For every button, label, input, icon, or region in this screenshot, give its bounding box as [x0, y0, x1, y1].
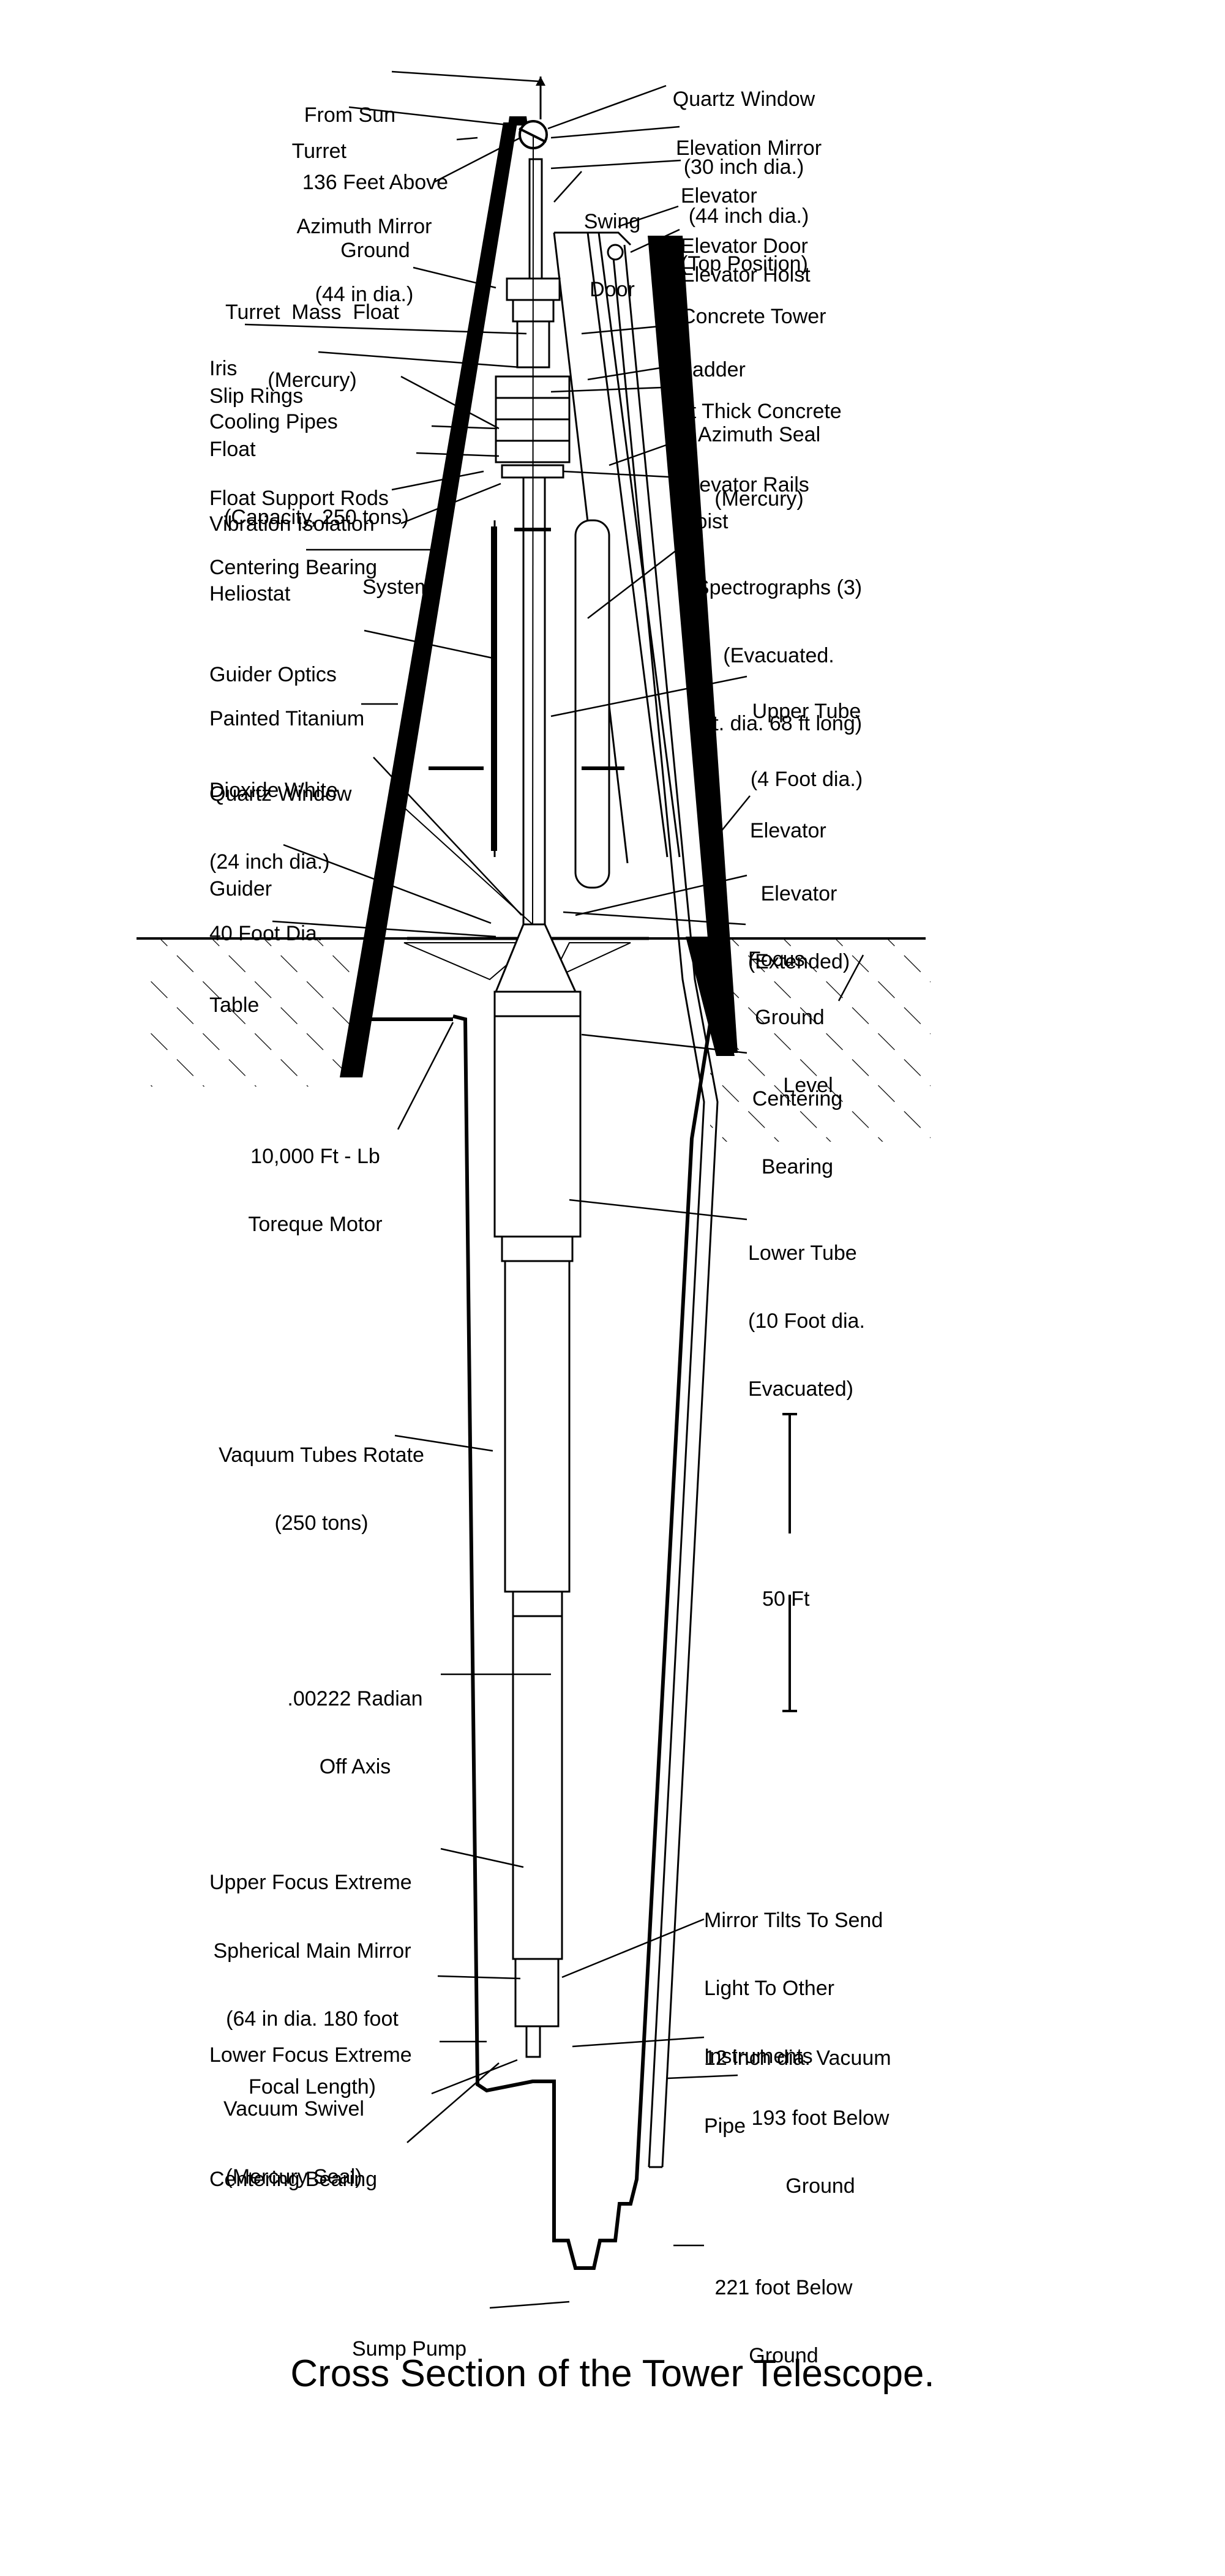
label-cooling-pipes: Cooling Pipes — [209, 410, 338, 433]
label-elevation-mirror: Elevation Mirror (44 inch dia.) — [675, 137, 822, 228]
label-turret: Turret — [291, 140, 347, 163]
label-mirror-tilts: Mirror Tilts To Send Light To Other Inst… — [704, 1909, 883, 2068]
label-from-sun: From Sun — [304, 103, 395, 127]
label-lower-focus-extreme: Lower Focus Extreme — [209, 2043, 412, 2067]
ground-hatching — [142, 940, 931, 1142]
label-off-axis: .00222 Radian Off Axis — [287, 1687, 423, 1778]
label-136-feet-above-ground: 136 Feet Above Ground — [302, 171, 449, 262]
label-elevator-hoist: Elevator Hoist — [681, 263, 811, 286]
label-centering-bearing-top: Centering Bearing — [209, 556, 378, 579]
label-concrete-tower: Concrete Tower — [681, 305, 826, 328]
label-spherical-main-mirror: Spherical Main Mirror (64 in dia. 180 fo… — [213, 1939, 411, 2099]
label-painted-titanium-dioxide-white: Painted Titanium Dioxide White — [209, 707, 365, 802]
label-quartz-window-30: Quartz Window (30 inch dia.) — [672, 88, 815, 179]
label-vacuum-tubes-rotate: Vaquum Tubes Rotate (250 tons) — [219, 1443, 424, 1535]
label-centering-bearing-mid: Centering Bearing — [752, 1087, 843, 1178]
label-guider: Guider — [209, 877, 272, 900]
label-ladder: Ladder — [681, 358, 746, 381]
label-azimuth-mirror: Azimuth Mirror (44 in dia.) — [296, 215, 432, 306]
leader-lines-right — [547, 84, 864, 2247]
label-elevator-rails: Elevator Rails — [681, 473, 809, 496]
label-12-inch-vacuum-pipe: 12 inch dia. Vacuum Pipe — [704, 2046, 891, 2138]
label-azimuth-seal: Azimuth Seal (Mercury) — [697, 423, 821, 511]
label-centering-bearing-bottom: Centering Bearing — [209, 2168, 378, 2191]
label-40-foot-table: 40 Foot Dia. Table — [209, 922, 323, 1017]
label-swing-door: Swing Door — [583, 210, 641, 301]
label-sump-pump: Sump Pump — [352, 2337, 467, 2361]
label-guider-optics: Guider Optics — [209, 663, 337, 686]
focus-cone — [494, 923, 577, 993]
label-50-ft-scale: 50 Ft — [762, 1587, 810, 1611]
label-focus: Focus — [748, 948, 805, 971]
label-spectrographs: Spectrographs (3) (Evacuated. 5ft. dia. … — [695, 576, 863, 735]
elevator-shaft-top — [554, 231, 632, 261]
label-elevator: Elevator — [750, 819, 826, 842]
label-turret-mass-float: Turret Mass Float (Mercury) — [225, 301, 400, 392]
label-float: Float (Capacity, 250 tons) — [209, 438, 409, 529]
label-upper-focus-extreme: Upper Focus Extreme — [209, 1871, 412, 1894]
label-221-foot-below-ground: 221 foot Below Ground — [714, 2276, 853, 2367]
label-elevator-extended: Elevator (Extended) — [747, 882, 850, 973]
leader-lines-left — [244, 70, 570, 2309]
label-vibration-isolation-system: Vibration Isolation System — [209, 512, 432, 599]
label-hoist: Hoist — [681, 510, 729, 533]
label-193-foot-below-ground: 193 foot Below Ground — [751, 2106, 890, 2198]
shaft-walls — [452, 1014, 713, 2270]
label-float-support-rods: Float Support Rods — [209, 487, 389, 510]
label-heliostat: Heliostat — [209, 582, 291, 605]
concrete-tower — [340, 116, 738, 1077]
label-lower-tube: Lower Tube (10 Foot dia. Evacuated) — [748, 1241, 865, 1401]
label-slip-rings: Slip Rings — [209, 384, 304, 408]
lower-tube — [493, 990, 582, 2058]
label-upper-tube: Upper Tube (4 Foot dia.) — [750, 700, 863, 791]
figure-caption: Cross Section of the Tower Telescope. — [290, 2353, 935, 2395]
scale-bar — [782, 1413, 797, 1712]
label-elevator-top-position: Elevator (Top Position) — [681, 184, 808, 275]
label-quartz-window-24: Quartz Window (24 inch dia.) — [209, 782, 352, 874]
label-ground-level: Ground Level — [755, 1006, 833, 1097]
label-vacuum-swivel: Vacuum Swivel (Mercury Seal) — [223, 2097, 364, 2188]
label-elevator-door: Elevator Door — [681, 234, 808, 258]
label-iris: Iris — [209, 357, 238, 380]
guider-optics-bar — [491, 526, 497, 851]
label-3ft-thick-concrete: 3 ft Thick Concrete — [667, 400, 842, 423]
label-torque-motor: 10,000 Ft - Lb Toreque Motor — [248, 1145, 383, 1236]
